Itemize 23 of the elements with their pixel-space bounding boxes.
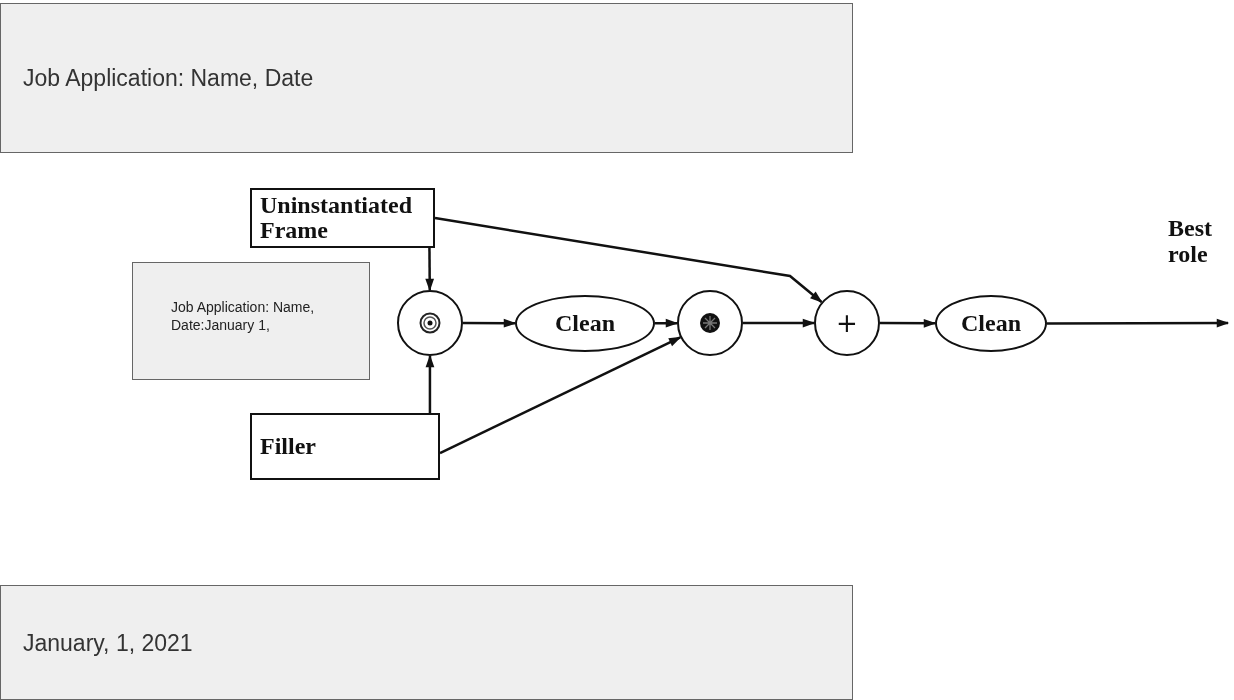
note-box xyxy=(132,262,370,380)
node-label: Job Application: Name, Date:January 1, xyxy=(171,299,316,334)
arrow xyxy=(743,318,816,328)
arrow xyxy=(1047,318,1230,328)
arrow xyxy=(463,318,517,328)
header-panel xyxy=(0,3,853,153)
node-label: January, 1, 2021 xyxy=(23,629,193,656)
frame-box xyxy=(250,188,435,248)
arrow xyxy=(880,318,937,328)
plus-sign: + xyxy=(836,308,858,338)
edge-label: Best role xyxy=(1168,215,1213,268)
arrow xyxy=(439,336,682,455)
arrow xyxy=(434,216,823,303)
arrow xyxy=(655,318,679,328)
node-label: Job Application: Name, Date xyxy=(23,64,314,92)
arrow xyxy=(425,354,435,413)
node-label: Filler xyxy=(260,433,316,460)
node-label: Uninstantiated Frame xyxy=(260,192,414,244)
node-label: Clean xyxy=(555,310,615,337)
arrow xyxy=(425,248,435,292)
node-label: Clean xyxy=(961,310,1021,337)
filler-box xyxy=(250,413,440,480)
footer-panel xyxy=(0,585,853,700)
